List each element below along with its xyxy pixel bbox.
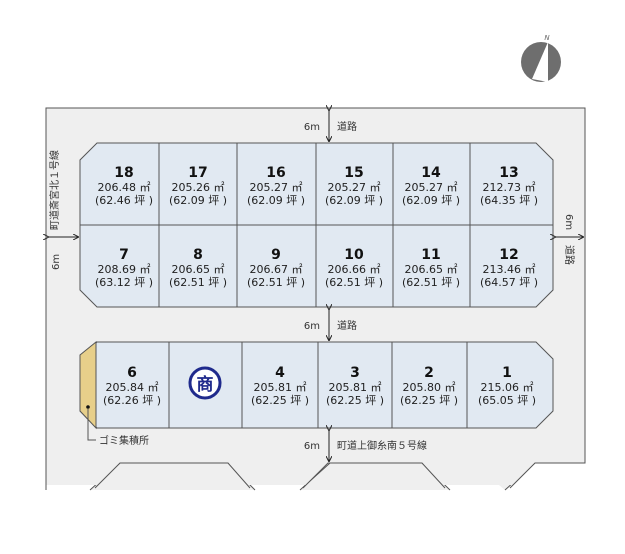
road-middle-name: 道路 <box>337 319 357 332</box>
commercial-lot: 商 <box>188 366 222 400</box>
lot-number: 8 <box>193 247 203 263</box>
lot-area-tsubo: (62.26 坪 ) <box>103 394 161 407</box>
lot-area-sqm: 206.66 ㎡ <box>328 263 381 276</box>
lot-area-tsubo: (62.51 坪 ) <box>247 276 305 289</box>
lot-area-tsubo: (62.25 坪 ) <box>326 394 384 407</box>
lot-area-tsubo: (65.05 坪 ) <box>478 394 536 407</box>
road-left-name: 町道斎宮北１号線 <box>48 150 61 230</box>
road-bottom-width: 6m <box>304 441 320 452</box>
road-left-width: 6m <box>51 254 62 270</box>
lot-area-tsubo: (64.35 坪 ) <box>480 194 538 207</box>
lot-number: 17 <box>188 165 207 181</box>
lot-area-tsubo: (62.51 坪 ) <box>325 276 383 289</box>
lot-area-sqm: 205.81 ㎡ <box>254 381 307 394</box>
lot-number: 13 <box>499 165 518 181</box>
lot-area-tsubo: (62.25 坪 ) <box>400 394 458 407</box>
lot-block-south <box>79 340 554 430</box>
lot-number: 18 <box>114 165 133 181</box>
lot-area-sqm: 208.69 ㎡ <box>98 263 151 276</box>
lot-area-sqm: 213.46 ㎡ <box>483 263 536 276</box>
garbage-area <box>79 340 97 430</box>
lot-area-sqm: 205.81 ㎡ <box>329 381 382 394</box>
lot-area-sqm: 206.65 ㎡ <box>172 263 225 276</box>
lot-area-sqm: 205.27 ㎡ <box>405 181 458 194</box>
lot-area-sqm: 205.27 ㎡ <box>250 181 303 194</box>
road-top-width: 6m <box>304 122 320 133</box>
road-bottom-name: 町道上御糸南５号線 <box>337 439 427 452</box>
lot-area-tsubo: (62.46 坪 ) <box>95 194 153 207</box>
lot-number: 9 <box>271 247 281 263</box>
lot-number: 15 <box>344 165 363 181</box>
lot-number: 2 <box>424 365 434 381</box>
lot-area-tsubo: (62.09 坪 ) <box>247 194 305 207</box>
lot-area-tsubo: (62.09 坪 ) <box>169 194 227 207</box>
lot-area-sqm: 215.06 ㎡ <box>481 381 534 394</box>
compass-north-label: N <box>544 34 550 42</box>
lot-number: 16 <box>266 165 285 181</box>
lot-block-north <box>79 142 554 308</box>
lot-area-sqm: 206.65 ㎡ <box>405 263 458 276</box>
lot-area-sqm: 206.67 ㎡ <box>250 263 303 276</box>
road-middle-width: 6m <box>304 321 320 332</box>
lot-area-sqm: 205.26 ㎡ <box>172 181 225 194</box>
road-top-name: 道路 <box>337 120 357 133</box>
lot-area-sqm: 206.48 ㎡ <box>98 181 151 194</box>
lot-number: 14 <box>421 165 441 181</box>
lot-area-tsubo: (64.57 坪 ) <box>480 276 538 289</box>
lot-number: 7 <box>119 247 129 263</box>
lot-area-tsubo: (63.12 坪 ) <box>95 276 153 289</box>
lot-area-sqm: 205.27 ㎡ <box>328 181 381 194</box>
lot-number: 12 <box>499 247 518 263</box>
garbage-station-label: ゴミ集積所 <box>99 434 149 447</box>
north-compass-icon: N <box>521 34 561 82</box>
lot-number: 1 <box>502 365 512 381</box>
lot-number: 11 <box>421 247 440 263</box>
lot-area-tsubo: (62.09 坪 ) <box>402 194 460 207</box>
lot-area-tsubo: (62.09 坪 ) <box>325 194 383 207</box>
lot-area-tsubo: (62.51 坪 ) <box>169 276 227 289</box>
lot-number: 4 <box>275 365 285 381</box>
lot-area-tsubo: (62.51 坪 ) <box>402 276 460 289</box>
lot-area-sqm: 205.84 ㎡ <box>106 381 159 394</box>
road-right-width: 6m <box>563 214 574 230</box>
road-right-name: 道路 <box>563 245 576 265</box>
lot-number: 10 <box>344 247 364 263</box>
lot-area-tsubo: (62.25 坪 ) <box>251 394 309 407</box>
lot-number: 6 <box>127 365 137 381</box>
lot-area-sqm: 205.80 ㎡ <box>403 381 456 394</box>
lot-area-sqm: 212.73 ㎡ <box>483 181 536 194</box>
lot-number: 3 <box>350 365 360 381</box>
commercial-mark-icon: 商 <box>197 374 214 395</box>
